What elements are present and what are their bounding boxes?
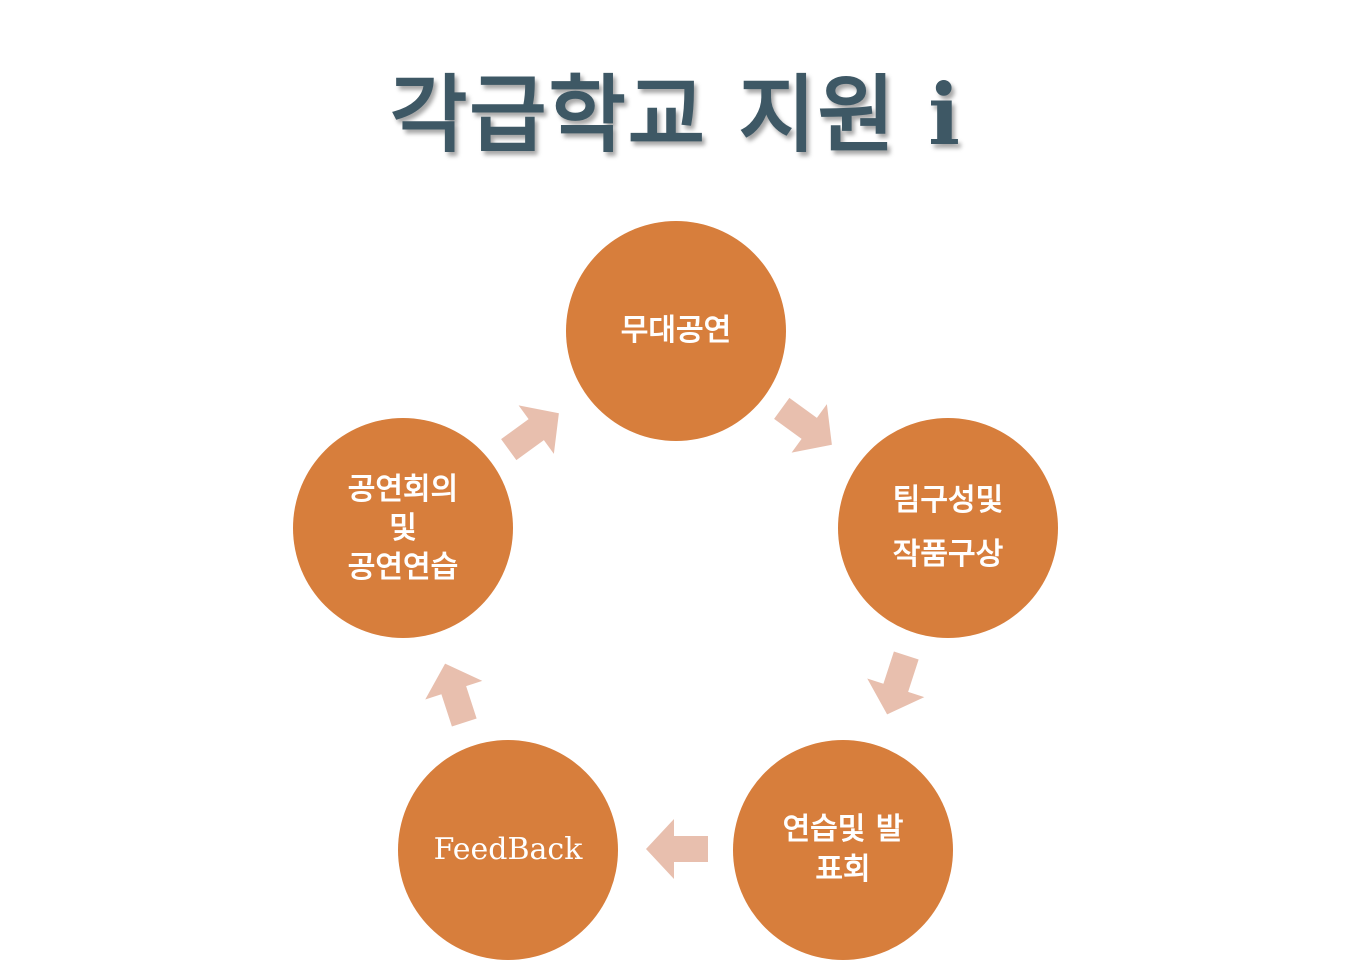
node-label: 표회 (815, 852, 871, 887)
cycle-node-practice-presentation: 연습및 발 표회 (733, 740, 953, 960)
cycle-node-feedback: FeedBack (398, 740, 618, 960)
node-label: 팀구성및 (892, 483, 1004, 518)
cycle-node-stage-performance: 무대공연 (566, 221, 786, 441)
arrow-icon (646, 819, 708, 879)
arrow-icon (867, 651, 925, 715)
arrow-icon (501, 405, 559, 461)
node-label: 공연연습 (347, 549, 459, 585)
node-label: 무대공연 (620, 312, 732, 348)
arrow-icon (774, 397, 832, 453)
node-label: 작품구상 (892, 537, 1004, 572)
node-label: 공연회의 (347, 471, 459, 507)
node-label: 연습및 발 (782, 811, 904, 847)
slide-title: 각급학교 지원 i (389, 65, 963, 164)
cycle-node-team-planning: 팀구성및 작품구상 (838, 418, 1058, 638)
node-label: FeedBack (433, 831, 583, 867)
arrow-icon (425, 663, 483, 727)
cycle-node-meeting-rehearsal: 공연회의 및 공연연습 (293, 418, 513, 638)
node-label: 및 (389, 510, 417, 546)
